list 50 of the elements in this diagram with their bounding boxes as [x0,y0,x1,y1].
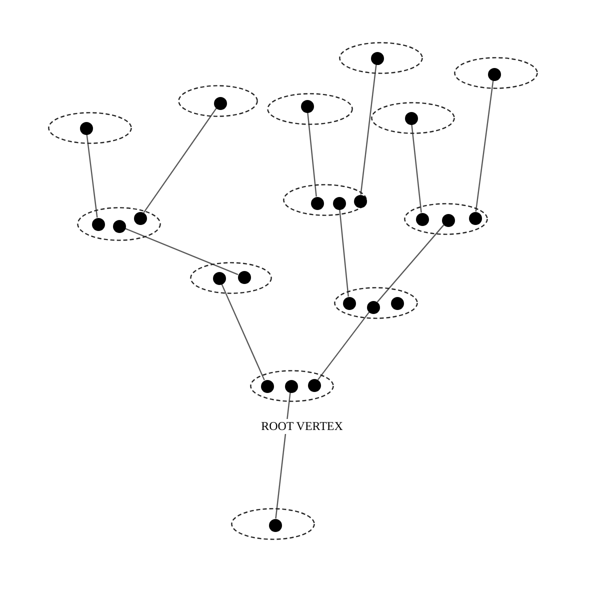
vertex-dot [212,272,226,284]
vertex-dot [366,300,380,314]
vertex-dot [308,378,320,392]
connector-line [86,134,98,218]
connector-line [317,312,370,380]
vertex-dot [468,212,482,224]
dashed-ellipse [231,508,315,540]
dashed-ellipse [267,93,353,125]
dashed-ellipse [404,203,488,235]
dashed-ellipse [178,85,258,117]
vertex-dot [134,212,146,224]
connector-line [221,284,265,380]
vertex-dot [354,194,366,208]
connector-line [307,112,317,197]
vertex-dot [332,196,346,210]
vertex-dot [390,296,404,310]
vertex-dot [442,214,454,226]
dashed-ellipse [250,370,334,402]
root-label: ROOT VERTEX [260,419,344,434]
connector-line [475,80,494,212]
vertex-dot [404,112,418,124]
vertex-dot [80,122,92,134]
vertex-dot [284,380,298,392]
connector-line [275,392,291,519]
vertex-dot [112,220,126,232]
connector-line [411,124,422,213]
dashed-ellipse [334,287,418,319]
vertex-dot [416,212,428,226]
dashed-ellipse [77,207,161,241]
dashed-ellipse [371,102,455,134]
dashed-ellipse [48,112,132,144]
connector-line [124,228,238,276]
vertex-dot [214,96,226,110]
connector-line [143,108,217,213]
vertex-dot [342,296,356,310]
dashed-ellipse [339,42,423,74]
vertex-dot [238,270,250,284]
dashed-ellipse [454,57,538,89]
vertex-dot [310,196,324,210]
dashed-ellipse [283,184,367,216]
connector-line [360,64,377,195]
vertex-dot [268,518,282,532]
connector-line [376,224,444,302]
vertex-dot [300,100,314,112]
vertex-dot [370,52,384,64]
dashed-ellipse [190,262,272,294]
vertex-dot [260,380,274,392]
connector-line [339,209,349,297]
vertex-dot [92,218,104,230]
vertex-dot [488,68,500,80]
